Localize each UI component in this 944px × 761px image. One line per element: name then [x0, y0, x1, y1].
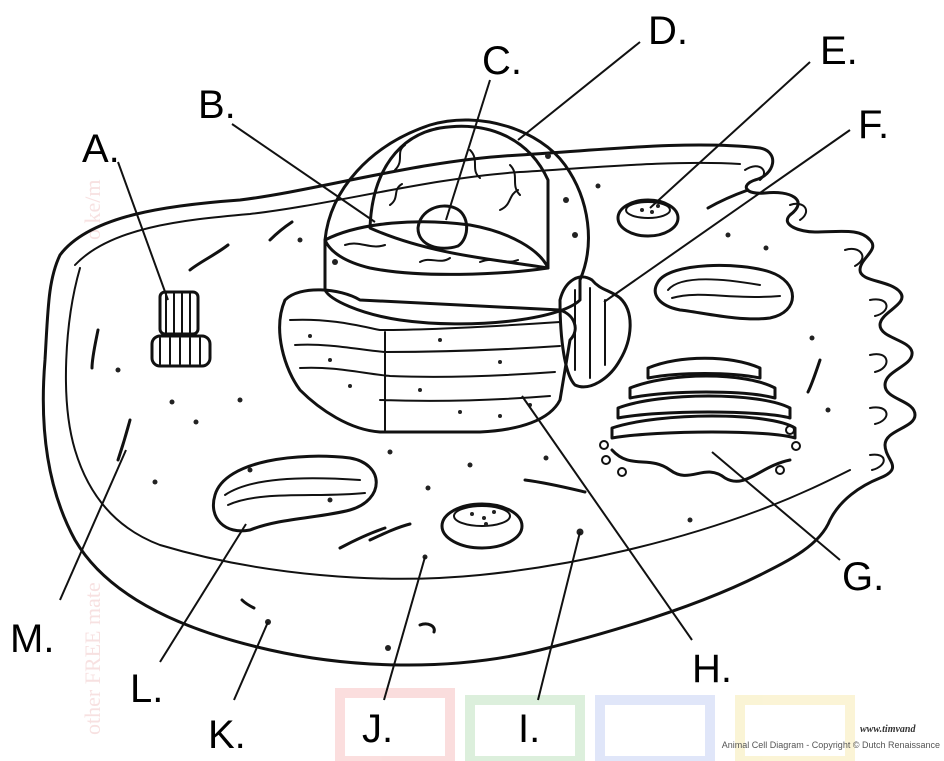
leader-k [234, 622, 268, 700]
leader-m [60, 450, 126, 600]
watermark: other FREE mate o.ke/m [80, 180, 105, 736]
label-e: E. [820, 29, 858, 73]
mitochondrion-top [655, 265, 792, 319]
color-blocks-logo [340, 693, 850, 761]
label-f: F. [858, 103, 889, 147]
mitochondrion-left [213, 456, 376, 531]
label-d: D. [648, 9, 688, 53]
label-h: H. [692, 647, 732, 691]
centriole [152, 292, 210, 366]
label-k: K. [208, 713, 246, 757]
leader-f [604, 130, 850, 302]
golgi-apparatus [600, 358, 800, 481]
copyright-text: Animal Cell Diagram - Copyright © Dutch … [722, 740, 940, 750]
copyright: www.timvand Animal Cell Diagram - Copyri… [722, 724, 940, 750]
lysosome-top [618, 200, 678, 236]
label-i: I. [518, 707, 540, 751]
nucleus [325, 120, 588, 324]
leader-lines [60, 42, 850, 700]
leader-i [538, 532, 580, 700]
label-a: A. [82, 127, 120, 171]
rough-endoplasmic-reticulum [280, 290, 576, 432]
label-g: G. [842, 555, 884, 599]
leader-e [650, 62, 810, 208]
label-l: L. [130, 667, 163, 711]
label-c: C. [482, 39, 522, 83]
copyright-site: www.timvand [860, 724, 916, 735]
leader-a [118, 162, 168, 300]
label-m: M. [10, 617, 54, 661]
label-b: B. [198, 83, 236, 127]
leader-d [518, 42, 640, 140]
svg-text:other FREE mate: other FREE mate [80, 582, 105, 735]
leader-c [446, 80, 490, 220]
lysosome-bottom [442, 504, 522, 548]
smooth-endoplasmic-reticulum [560, 277, 630, 387]
label-j: J. [362, 707, 393, 751]
